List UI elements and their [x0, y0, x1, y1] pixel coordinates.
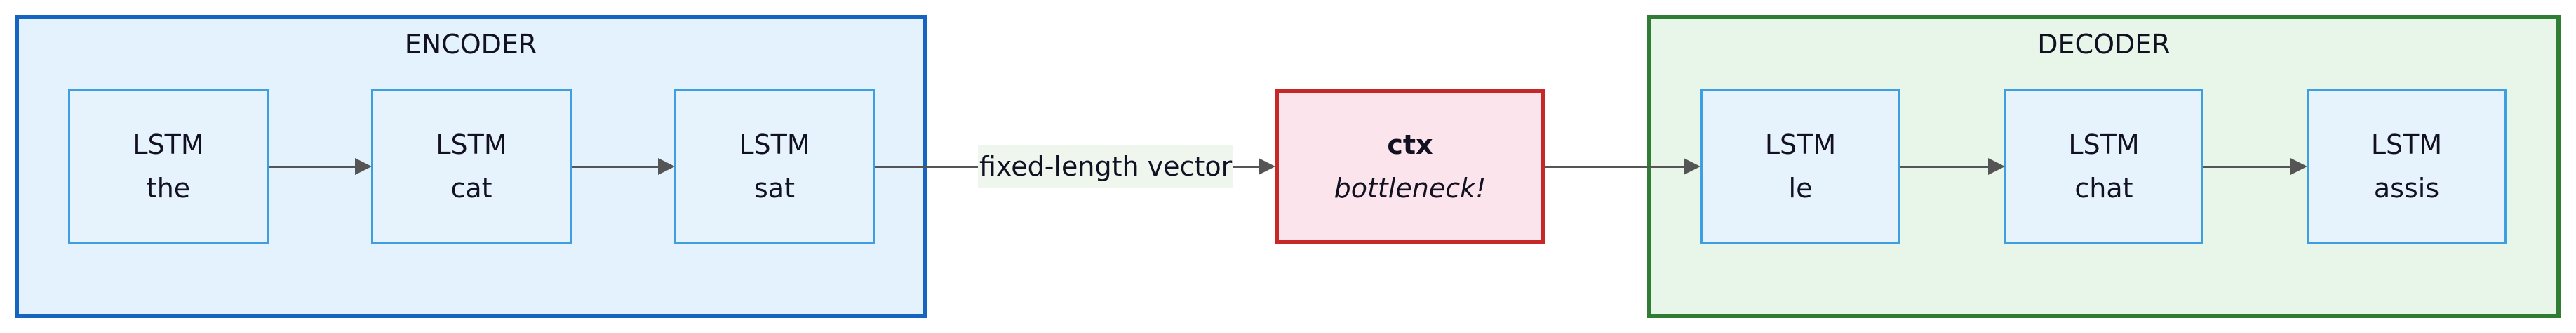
- edge-ctx-le: [1545, 166, 1686, 168]
- decoder-node-assis: LSTM assis: [2307, 89, 2507, 244]
- edge-chat-assis: [2203, 166, 2291, 168]
- node-token-label: sat: [754, 173, 795, 204]
- edge-cat-sat: [572, 166, 659, 168]
- encoder-node-the: LSTM the: [68, 89, 269, 244]
- encoder-node-sat: LSTM sat: [674, 89, 875, 244]
- encoder-title: ENCODER: [404, 29, 537, 60]
- arrowhead-icon: [1259, 158, 1275, 175]
- node-token-label: le: [1788, 173, 1813, 204]
- arrowhead-icon: [1988, 158, 2005, 175]
- arrowhead-icon: [1684, 158, 1700, 175]
- node-token-label: chat: [2074, 173, 2133, 204]
- node-type-label: LSTM: [2068, 129, 2140, 160]
- context-title: ctx: [1387, 129, 1433, 160]
- edge-label-fixed-length-vector: fixed-length vector: [978, 145, 1234, 188]
- node-token-label: assis: [2373, 173, 2440, 204]
- arrowhead-icon: [355, 158, 372, 175]
- node-token-label: cat: [450, 173, 492, 204]
- edge-the-cat: [269, 166, 356, 168]
- node-type-label: LSTM: [739, 129, 810, 160]
- node-type-label: LSTM: [436, 129, 507, 160]
- node-token-label: the: [146, 173, 191, 204]
- context-node: ctx bottleneck!: [1275, 89, 1545, 244]
- decoder-node-le: LSTM le: [1700, 89, 1900, 244]
- arrowhead-icon: [2290, 158, 2307, 175]
- decoder-node-chat: LSTM chat: [2004, 89, 2203, 244]
- context-subtitle: bottleneck!: [1334, 172, 1487, 204]
- node-type-label: LSTM: [2370, 129, 2443, 160]
- node-type-label: LSTM: [133, 129, 204, 160]
- arrowhead-icon: [658, 158, 675, 175]
- encoder-node-cat: LSTM cat: [371, 89, 572, 244]
- decoder-title: DECODER: [2037, 29, 2171, 60]
- node-type-label: LSTM: [1764, 129, 1837, 160]
- edge-le-chat: [1900, 166, 1989, 168]
